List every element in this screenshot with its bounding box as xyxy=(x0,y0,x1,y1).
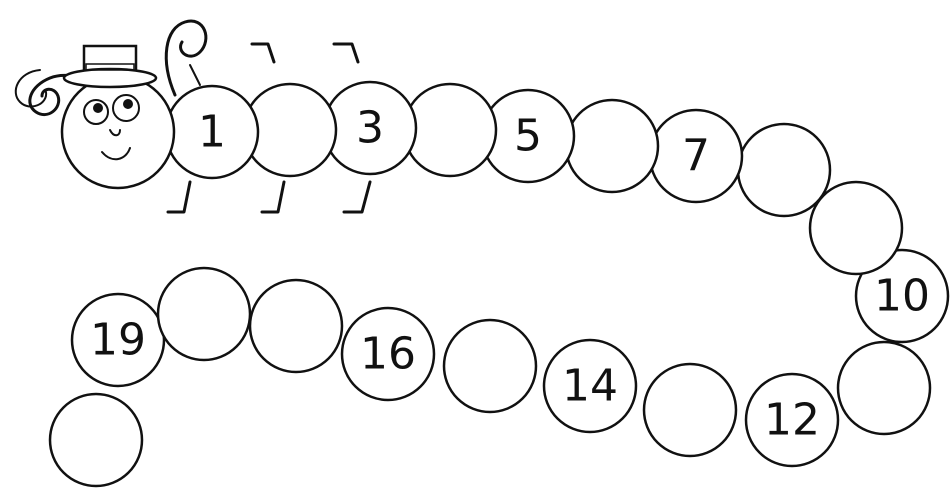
segment-circle xyxy=(70,292,166,388)
body-segment: 19 xyxy=(70,292,166,388)
segment-number: 19 xyxy=(90,315,146,366)
body-segment xyxy=(736,122,832,218)
segment-circle xyxy=(642,362,738,458)
segment-circle xyxy=(808,180,904,276)
body-segment xyxy=(836,340,932,436)
body-segments: 19 16 14 12 10 7 5 3 1 xyxy=(48,80,950,488)
segment-number: 5 xyxy=(514,111,542,162)
body-segment: 7 xyxy=(648,108,744,204)
segment-circle xyxy=(564,98,660,194)
nose xyxy=(109,129,121,137)
body-segment xyxy=(564,98,660,194)
segment-number: 1 xyxy=(198,107,226,158)
segment-circle xyxy=(340,306,436,402)
segment-number: 7 xyxy=(682,131,710,182)
segment-circle xyxy=(836,340,932,436)
body-segment xyxy=(642,362,738,458)
caterpillar-head xyxy=(60,44,176,190)
segment-circle xyxy=(542,338,638,434)
body-segment: 1 xyxy=(164,84,260,180)
segment-circle xyxy=(48,392,144,488)
segment-circle xyxy=(156,266,252,362)
segment-circle xyxy=(744,372,840,468)
segment-number: 3 xyxy=(356,103,384,154)
segment-number: 16 xyxy=(360,329,416,380)
segment-circle xyxy=(442,318,538,414)
body-segment: 3 xyxy=(322,80,418,176)
right-pupil xyxy=(123,99,133,109)
body-segment xyxy=(156,266,252,362)
body-segment: 16 xyxy=(340,306,436,402)
head-circle xyxy=(60,74,176,190)
smile xyxy=(101,147,131,161)
segment-circle xyxy=(402,82,498,178)
segment-circle xyxy=(736,122,832,218)
body-segment: 5 xyxy=(480,88,576,184)
body-segment: 12 xyxy=(744,372,840,468)
segment-number: 14 xyxy=(562,361,618,412)
body-segment xyxy=(402,82,498,178)
segment-circle xyxy=(854,248,950,344)
body-segment xyxy=(442,318,538,414)
segment-number: 10 xyxy=(874,271,930,322)
hat-brim xyxy=(62,67,158,89)
segment-circle xyxy=(248,278,344,374)
segment-number: 12 xyxy=(764,395,820,446)
body-segment xyxy=(808,180,904,276)
body-segment xyxy=(48,392,144,488)
body-segment: 10 xyxy=(854,248,950,344)
hat-band xyxy=(85,63,135,71)
body-segment xyxy=(248,278,344,374)
body-segment: 14 xyxy=(542,338,638,434)
legs xyxy=(166,42,372,214)
left-pupil xyxy=(93,103,103,113)
